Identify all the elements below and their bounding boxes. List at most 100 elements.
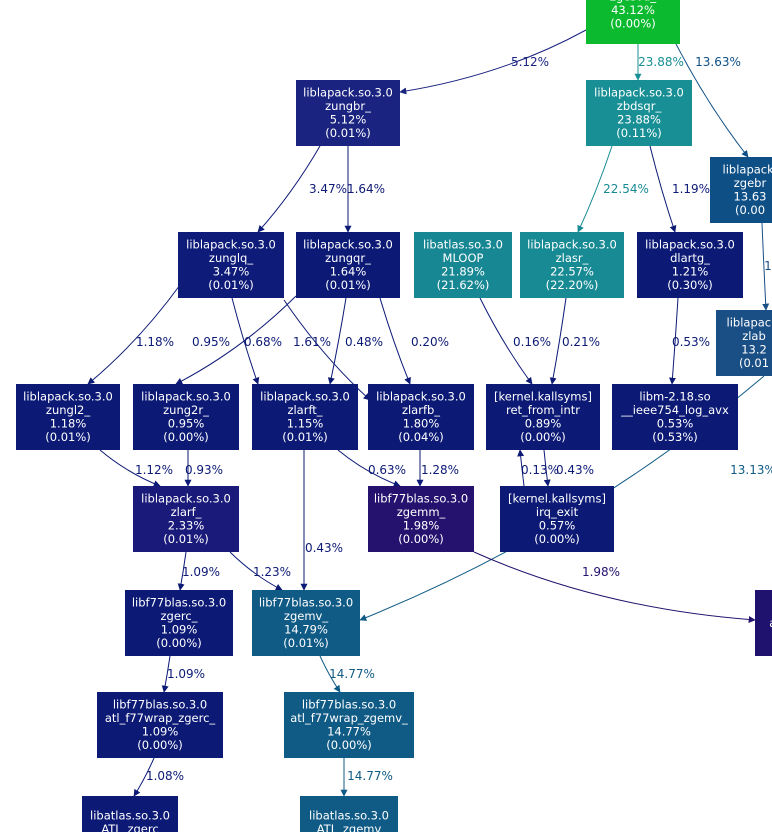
node-f77wrap_zgerc[interactable]: libf77blas.so.3.0atl_f77wrap_zgerc_1.09%… [97, 692, 223, 758]
node-text-zungl2-0: liblapack.so.3.0 [23, 390, 113, 404]
node-box-zungbr[interactable] [296, 80, 400, 146]
node-box-f77wrap_zgerc[interactable] [97, 692, 223, 758]
node-text-f77wrap_zgemv-0: libf77blas.so.3.0 [302, 698, 396, 712]
node-box-f77wrap_zgemv[interactable] [284, 692, 414, 758]
node-text-zgerc-1: zgerc_ [161, 609, 198, 623]
node-text-zgerc-0: libf77blas.so.3.0 [132, 596, 226, 610]
node-box-mloop[interactable] [414, 232, 512, 298]
edge-label-f77wrap_zgerc-to-atl_zgerc: 1.08% [146, 769, 184, 783]
node-text-zlabrd-1: zlab [742, 329, 766, 343]
node-box-zlasr[interactable] [520, 232, 624, 298]
edge-mloop-to-retfromintr [479, 297, 533, 385]
edge-label-zlarfb-to-zgemm: 1.28% [421, 463, 459, 477]
node-text-dlartg-1: dlartg_ [670, 251, 710, 265]
node-box-ieee754[interactable] [612, 384, 738, 450]
node-box-zlabrd[interactable] [716, 310, 772, 376]
node-box-zbdsqr[interactable] [586, 80, 692, 146]
node-box-zungl2[interactable] [16, 384, 120, 450]
node-text-zgebrd-3: (0.00 [735, 203, 765, 217]
node-box-retfromintr[interactable] [486, 384, 600, 450]
node-box-zung2r[interactable] [133, 384, 239, 450]
node-text-atl_zgerc-0: libatlas.so.3.0 [90, 808, 170, 822]
node-box-dlartg[interactable] [637, 232, 743, 298]
node-box-zlarfb[interactable] [368, 384, 474, 450]
edge-irqexit-to-retfromintr [517, 449, 525, 487]
node-ieee754[interactable]: libm-2.18.so__ieee754_log_avx0.53%(0.53%… [612, 384, 738, 450]
node-text-atl_zgemv-0: libatlas.so.3.0 [309, 808, 389, 822]
node-text-zgesvd-0: zgesvd_ [610, 0, 657, 3]
node-text-retfromintr-1: ret_from_intr [506, 403, 580, 417]
node-retfromintr[interactable]: [kernel.kallsyms]ret_from_intr0.89%(0.00… [486, 384, 600, 450]
node-text-zlarft-0: liblapack.so.3.0 [260, 390, 350, 404]
node-box-zgemm[interactable] [368, 486, 474, 552]
node-text-zlarfb-0: liblapack.so.3.0 [376, 390, 466, 404]
node-text-f77wrap_zgerc-2: 1.09% [142, 725, 179, 739]
node-box-zgesvd[interactable] [586, 0, 680, 44]
edge-label-zgebrd-to-zlabrd: 1 [764, 259, 772, 273]
node-text-zgebrd-2: 13.63 [734, 190, 767, 204]
node-box-zlarft[interactable] [252, 384, 358, 450]
edge-label-zungbr-to-zunglq: 3.47% [309, 182, 347, 196]
edge-label-zlabrd-to-zgemv: 13.13% [730, 463, 772, 477]
node-f77wrap_zgemv[interactable]: libf77blas.so.3.0atl_f77wrap_zgemv_14.77… [284, 692, 414, 758]
node-box-zungqr[interactable] [296, 232, 400, 298]
node-box-zgebrd[interactable] [710, 157, 772, 223]
node-text-zungbr-3: (0.01%) [325, 126, 371, 140]
node-text-ieee754-2: 0.53% [657, 417, 694, 431]
edge-zungqr-to-zung2r [175, 295, 297, 385]
edge-f77wrap_zgerc-to-atl_zgerc [133, 757, 155, 797]
node-text-zlarf-2: 2.33% [168, 519, 205, 533]
node-box-atl_zgerc[interactable] [82, 796, 178, 832]
node-box-zgemv[interactable] [252, 590, 360, 656]
node-box-zgerc[interactable] [125, 590, 233, 656]
edge-zunglq-to-zungl2 [87, 284, 181, 385]
node-text-zungbr-0: liblapack.so.3.0 [303, 86, 393, 100]
node-box-atl_right[interactable] [755, 590, 772, 656]
node-text-dlartg-3: (0.30%) [667, 278, 713, 292]
node-box-zlarf[interactable] [133, 486, 239, 552]
node-text-zungqr-0: liblapack.so.3.0 [303, 238, 393, 252]
node-text-zungl2-1: zungl2_ [46, 403, 90, 417]
node-zgesvd[interactable]: zgesvd_43.12%(0.00%) [586, 0, 680, 44]
node-atl_right[interactable]: at [755, 590, 772, 656]
edge-zbdsqr-to-dlartg [649, 145, 677, 233]
node-text-zgemv-2: 14.79% [284, 623, 328, 637]
node-text-f77wrap_zgerc-0: libf77blas.so.3.0 [113, 698, 207, 712]
nodes-layer: zgesvd_43.12%(0.00%)liblapack.so.3.0zung… [16, 0, 772, 832]
node-text-dlartg-2: 1.21% [672, 265, 709, 279]
node-box-atl_zgemv[interactable] [300, 796, 398, 832]
edge-zungl2-to-zlarf [99, 449, 161, 487]
edge-zlasr-to-retfromintr [549, 297, 567, 385]
edge-zlarf-to-zgerc [177, 551, 187, 591]
node-text-zbdsqr-1: zbdsqr_ [617, 99, 662, 113]
node-box-irqexit[interactable] [500, 486, 614, 552]
node-box-zunglq[interactable] [178, 232, 284, 298]
edge-zgebrd-to-zlabrd [761, 222, 770, 311]
edge-zunglq-to-zlarft [231, 297, 260, 385]
edge-zlarf-to-zgemv [229, 551, 283, 591]
node-text-zungl2-2: 1.18% [50, 417, 87, 431]
node-text-zungl2-3: (0.01%) [45, 430, 91, 444]
edge-label-zbdsqr-to-dlartg: 1.19% [672, 182, 710, 196]
node-text-zlarft-2: 1.15% [287, 417, 324, 431]
